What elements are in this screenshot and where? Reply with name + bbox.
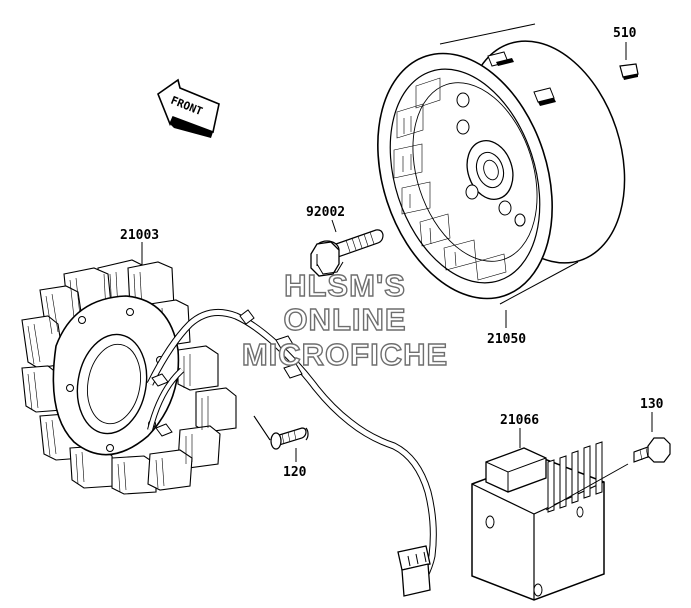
part-label-510: 510	[613, 26, 637, 41]
part-label-130: 130	[640, 397, 664, 412]
part-label-120: 120	[283, 465, 307, 480]
screw-part-120	[253, 415, 309, 462]
watermark-line-2: ONLINE	[283, 302, 406, 337]
bolt-part-92002	[310, 219, 384, 277]
key-part-510	[619, 42, 639, 80]
front-arrow: FRONT	[157, 78, 220, 138]
watermark-line-1: HLSM'S	[284, 268, 406, 303]
wiring-harness	[146, 308, 437, 597]
part-label-92002: 92002	[306, 205, 345, 220]
watermark-line-3: MICROFICHE	[242, 337, 448, 372]
part-label-21066: 21066	[500, 413, 539, 428]
part-label-21050: 21050	[487, 332, 526, 347]
regulator-part-21066	[471, 428, 629, 601]
part-labels: 510 92002 21003 21050 21066 130 120	[120, 26, 664, 480]
watermark: HLSM'S ONLINE MICROFICHE	[241, 267, 448, 372]
flywheel-rotor-part-21050	[377, 23, 626, 328]
bolt-part-130	[633, 412, 671, 463]
stator-part-21003	[21, 242, 237, 495]
part-label-21003: 21003	[120, 228, 159, 243]
